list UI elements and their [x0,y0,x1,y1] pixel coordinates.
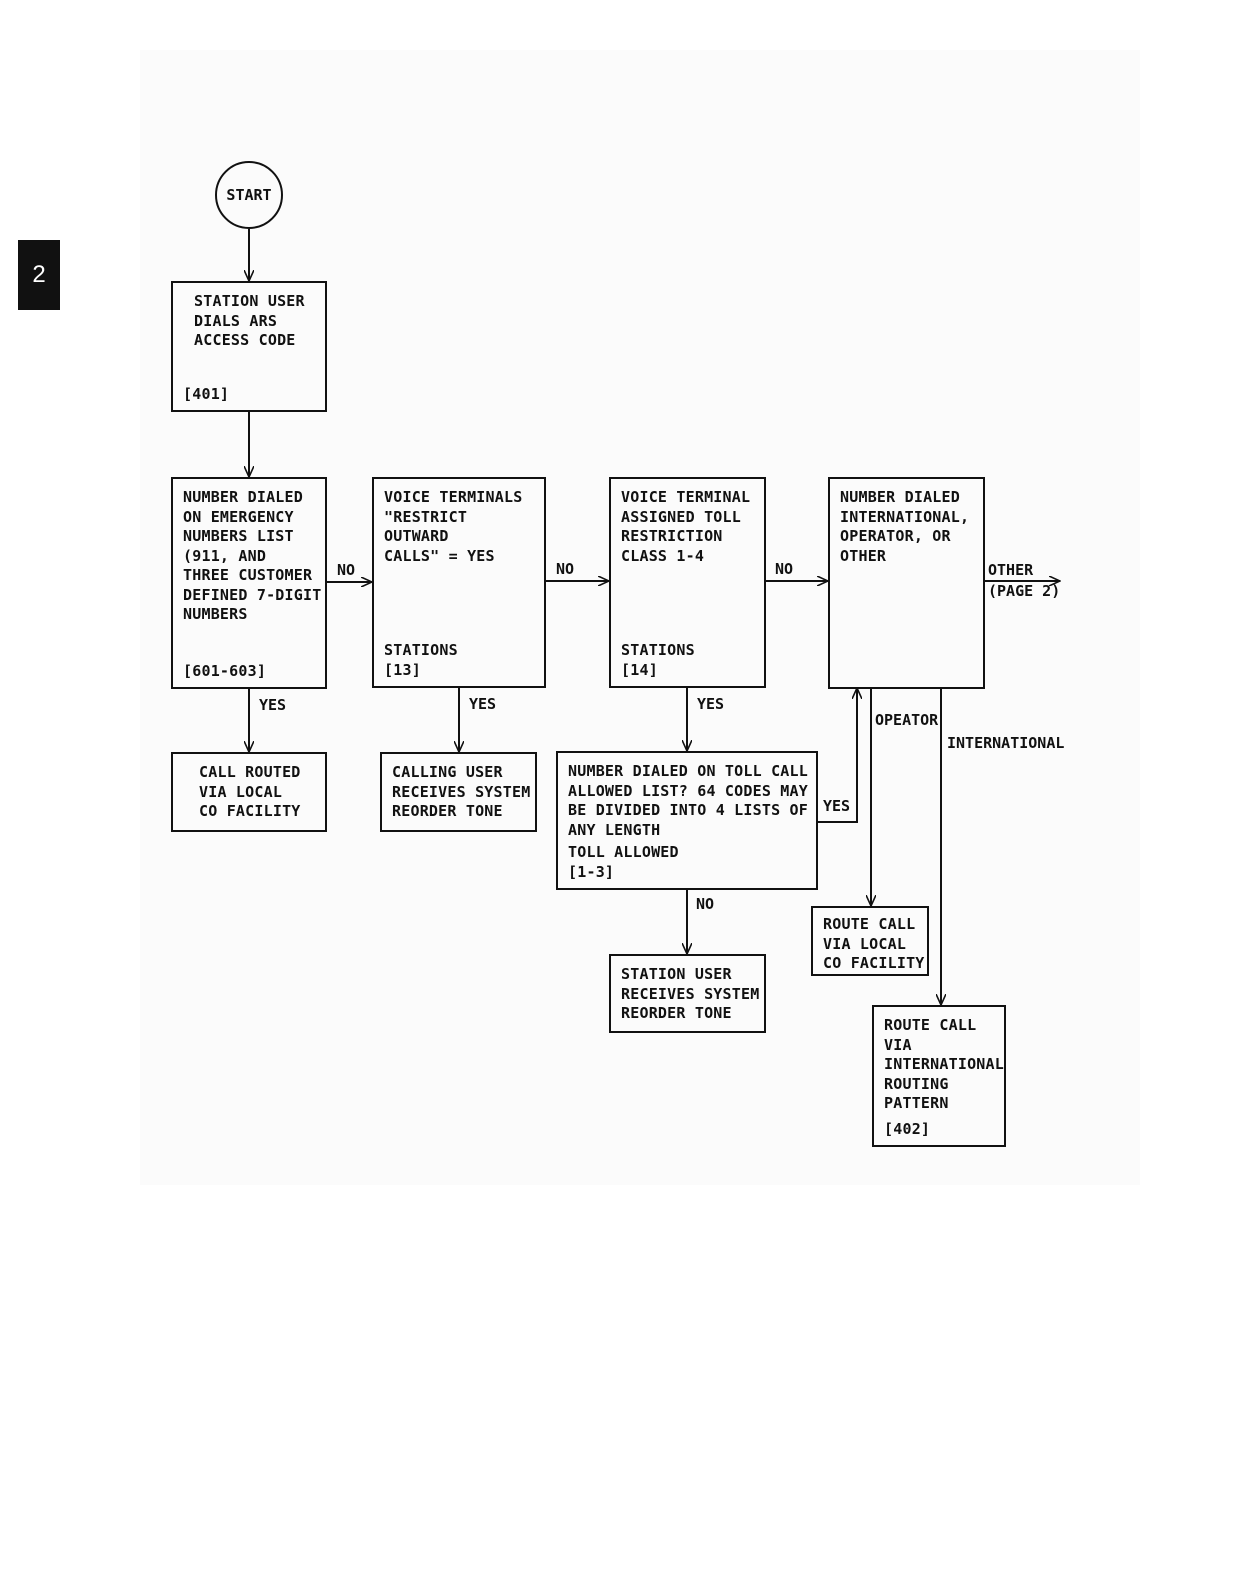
box-local-co: CALL ROUTED VIA LOCAL CO FACILITY [171,752,327,832]
label-yes-restrict: YES [469,695,497,713]
arrow-toll-list-yes [818,688,857,823]
box-toll-list-text: NUMBER DIALED ON TOLL CALL ALLOWED LIST?… [568,762,808,839]
box-route-local: ROUTE CALL VIA LOCAL CO FACILITY [811,906,929,976]
box-route-intl-text: ROUTE CALL VIA INTERNATIONAL ROUTING PAT… [884,1016,1004,1112]
box-toll-class-ref: STATIONS [14] [621,641,695,679]
label-operator: OPEATOR [875,711,939,729]
label-international: INTERNATIONAL [947,734,1065,752]
box-restrict: VOICE TERMINALS "RESTRICT OUTWARD CALLS"… [372,477,546,688]
box-route-local-text: ROUTE CALL VIA LOCAL CO FACILITY [823,915,925,972]
label-yes-emergency: YES [259,696,287,714]
label-yes-toll-class: YES [697,695,725,713]
label-other: OTHER (PAGE 2) [988,561,1061,600]
box-reorder-station: STATION USER RECEIVES SYSTEM REORDER TON… [609,954,766,1033]
section-tab: 2 [18,240,60,310]
box-dial-ars: STATION USER DIALS ARS ACCESS CODE [401] [171,281,327,412]
box-number-type: NUMBER DIALED INTERNATIONAL, OPERATOR, O… [828,477,985,689]
box-dial-ars-text: STATION USER DIALS ARS ACCESS CODE [194,292,305,349]
start-label: START [226,186,272,204]
box-toll-class-text: VOICE TERMINAL ASSIGNED TOLL RESTRICTION… [621,488,751,565]
box-toll-list-ref: TOLL ALLOWED [1-3] [568,843,679,881]
box-emergency: NUMBER DIALED ON EMERGENCY NUMBERS LIST … [171,477,327,689]
box-restrict-text: VOICE TERMINALS "RESTRICT OUTWARD CALLS"… [384,488,523,565]
box-route-intl: ROUTE CALL VIA INTERNATIONAL ROUTING PAT… [872,1005,1006,1147]
label-no-restrict: NO [556,560,575,578]
box-toll-list: NUMBER DIALED ON TOLL CALL ALLOWED LIST?… [556,751,818,890]
label-no-toll-list: NO [696,895,715,913]
section-tab-number: 2 [32,261,46,288]
page-background [140,50,1140,1185]
box-number-type-text: NUMBER DIALED INTERNATIONAL, OPERATOR, O… [840,488,970,565]
start-node: START [215,161,283,229]
label-yes-toll-list: YES [823,797,851,815]
box-emergency-text: NUMBER DIALED ON EMERGENCY NUMBERS LIST … [183,488,322,623]
box-reorder-station-text: STATION USER RECEIVES SYSTEM REORDER TON… [621,965,760,1022]
box-emergency-ref: [601-603] [183,661,267,680]
box-reorder-calling: CALLING USER RECEIVES SYSTEM REORDER TON… [380,752,537,832]
box-restrict-ref: STATIONS [13] [384,641,458,679]
label-no-emergency: NO [337,561,356,579]
box-route-intl-ref: [402] [884,1119,931,1138]
box-reorder-calling-text: CALLING USER RECEIVES SYSTEM REORDER TON… [392,763,531,820]
box-dial-ars-ref: [401] [183,384,230,403]
box-local-co-text: CALL ROUTED VIA LOCAL CO FACILITY [199,763,301,820]
label-no-toll-class: NO [775,560,794,578]
box-toll-class: VOICE TERMINAL ASSIGNED TOLL RESTRICTION… [609,477,766,688]
